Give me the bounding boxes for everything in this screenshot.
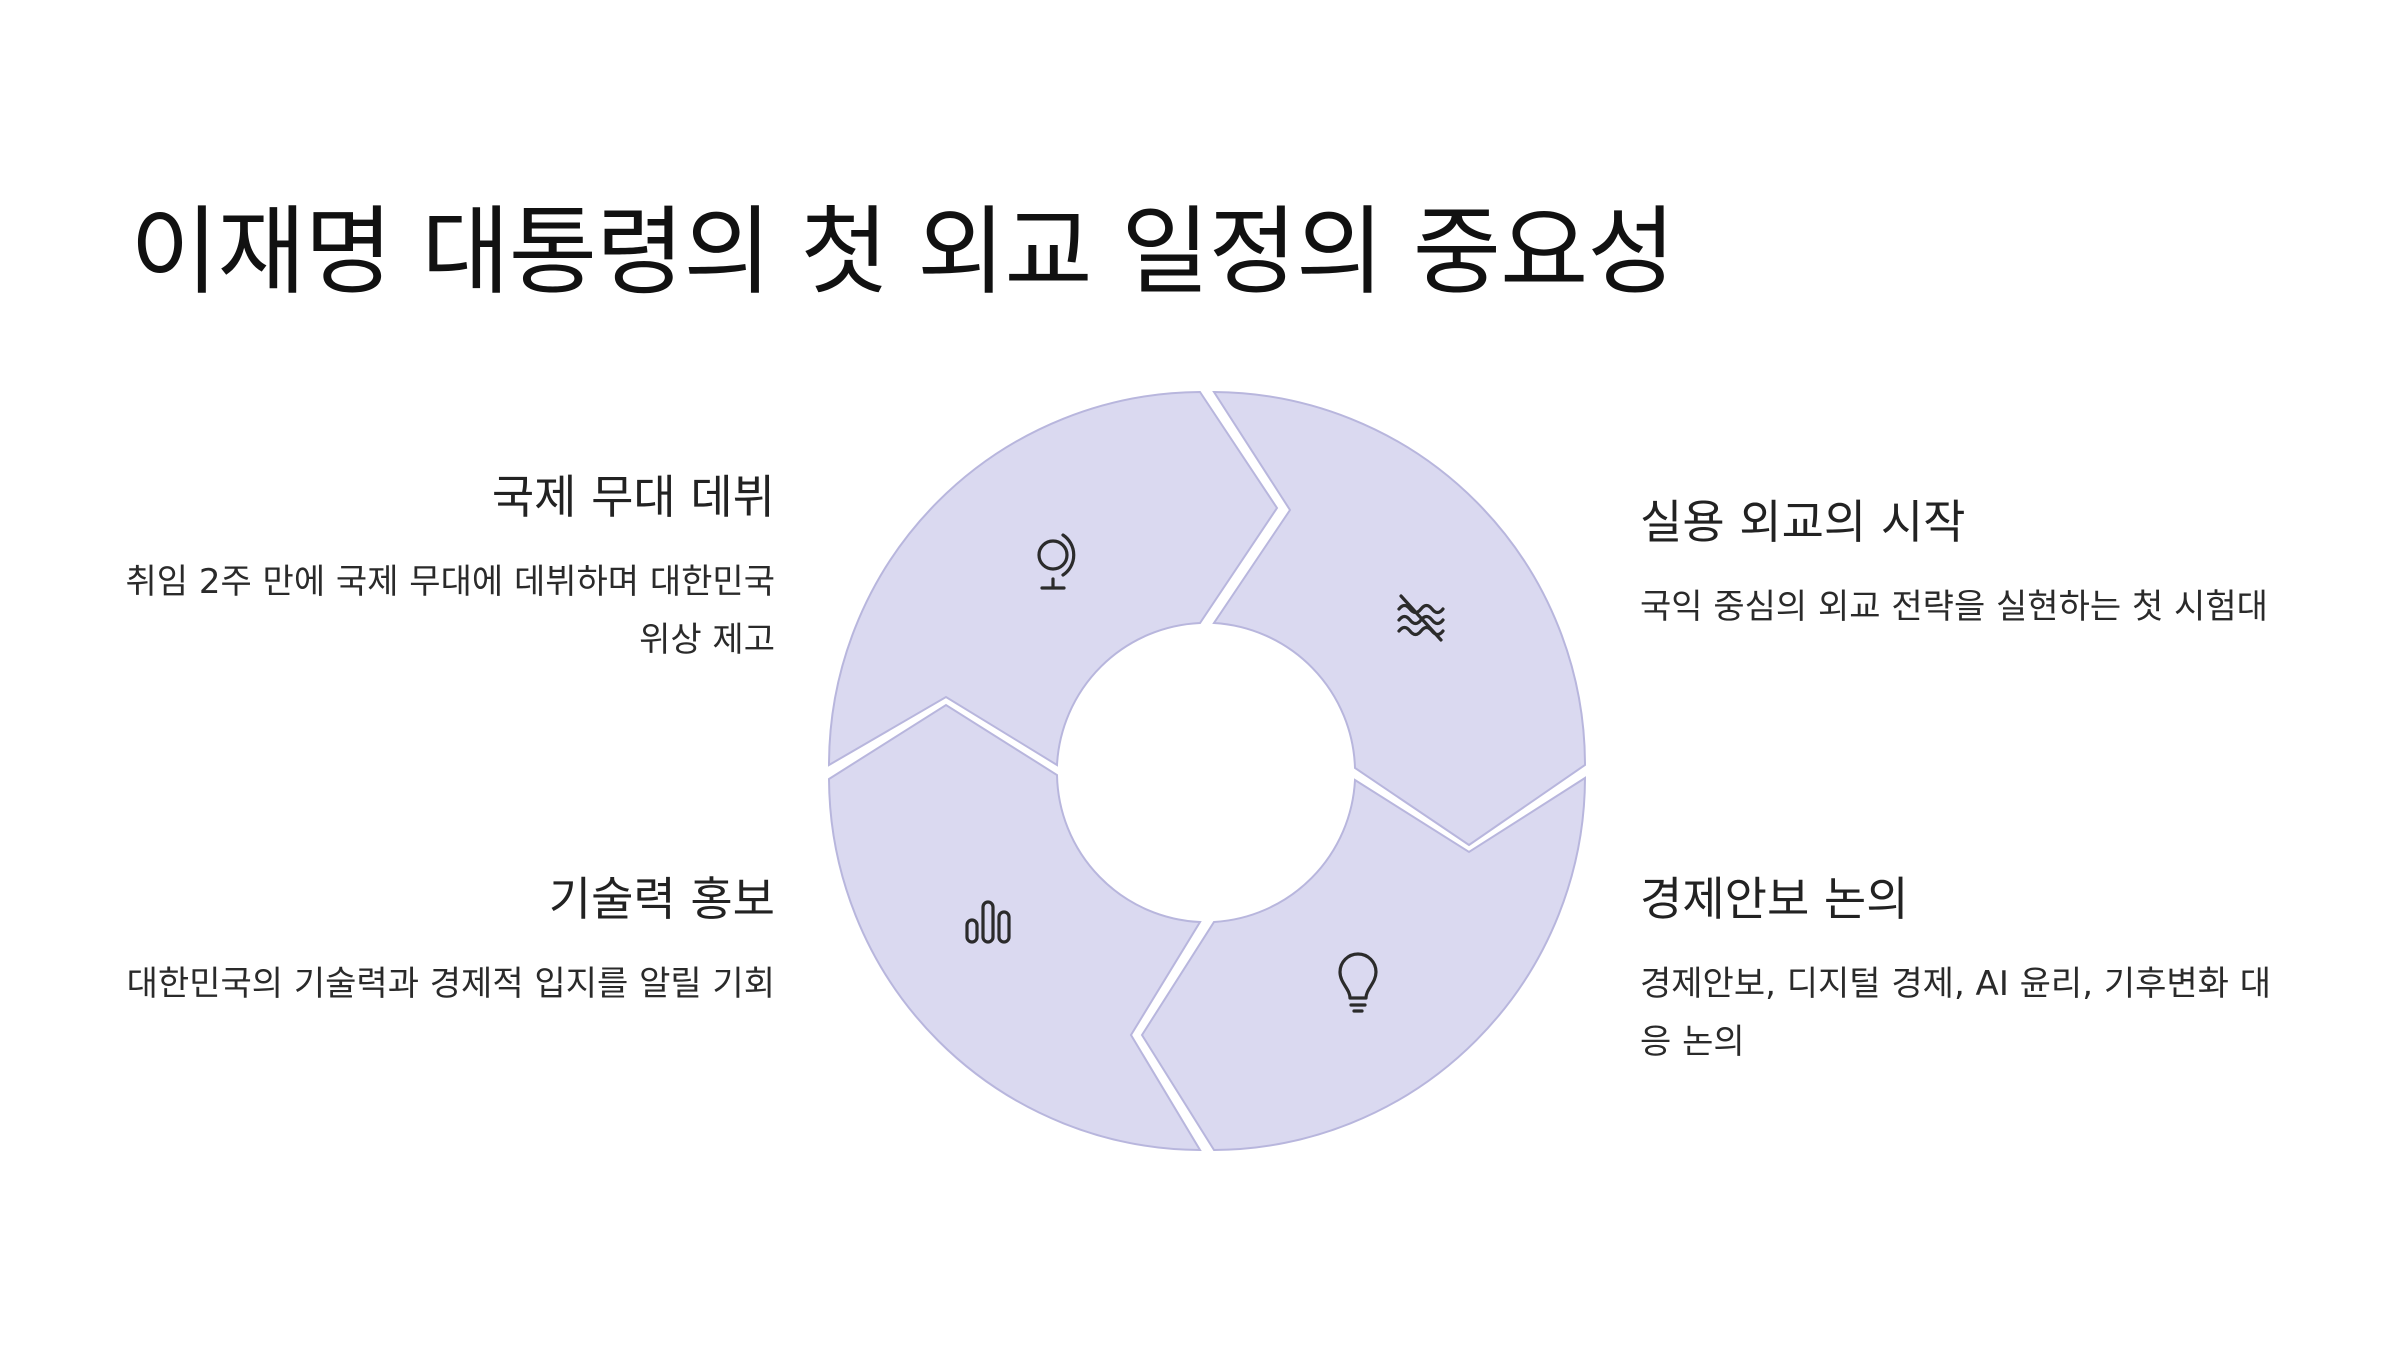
segment-bottom-right (1140, 776, 1587, 1152)
item-description: 경제안보, 디지털 경제, AI 윤리, 기후변화 대응 논의 (1640, 964, 2272, 1063)
item-international-debut: 국제 무대 데뷔 취임 2주 만에 국제 무대에 데뷔하며 대한민국 위상 제고 (125, 470, 775, 669)
item-economic-security: 경제안보 논의 경제안보, 디지털 경제, AI 윤리, 기후변화 대응 논의 (1640, 872, 2290, 1071)
item-heading: 경제안보 논의 (1640, 872, 1909, 926)
globe-icon (1037, 533, 1076, 590)
item-heading: 국제 무대 데뷔 (491, 470, 775, 524)
lightbulb-icon (1338, 952, 1378, 1013)
item-description: 취임 2주 만에 국제 무대에 데뷔하며 대한민국 위상 제고 (125, 562, 775, 661)
item-technology-promotion: 기술력 홍보 대한민국의 기술력과 경제적 입지를 알릴 기회 (125, 872, 775, 1013)
item-description: 대한민국의 기술력과 경제적 입지를 알릴 기회 (126, 964, 775, 1005)
bar-chart-icon (965, 900, 1011, 944)
segment-bottom-left (827, 703, 1202, 1152)
item-heading: 실용 외교의 시작 (1640, 495, 1966, 549)
item-pragmatic-diplomacy: 실용 외교의 시작 국익 중심의 외교 전략을 실현하는 첫 시험대 (1640, 495, 2290, 636)
page-title: 이재명 대통령의 첫 외교 일정의 중요성 (130, 196, 1676, 308)
item-description: 국익 중심의 외교 전략을 실현하는 첫 시험대 (1640, 587, 2268, 628)
waves-slash-icon (1397, 594, 1445, 642)
item-heading: 기술력 홍보 (548, 872, 775, 926)
